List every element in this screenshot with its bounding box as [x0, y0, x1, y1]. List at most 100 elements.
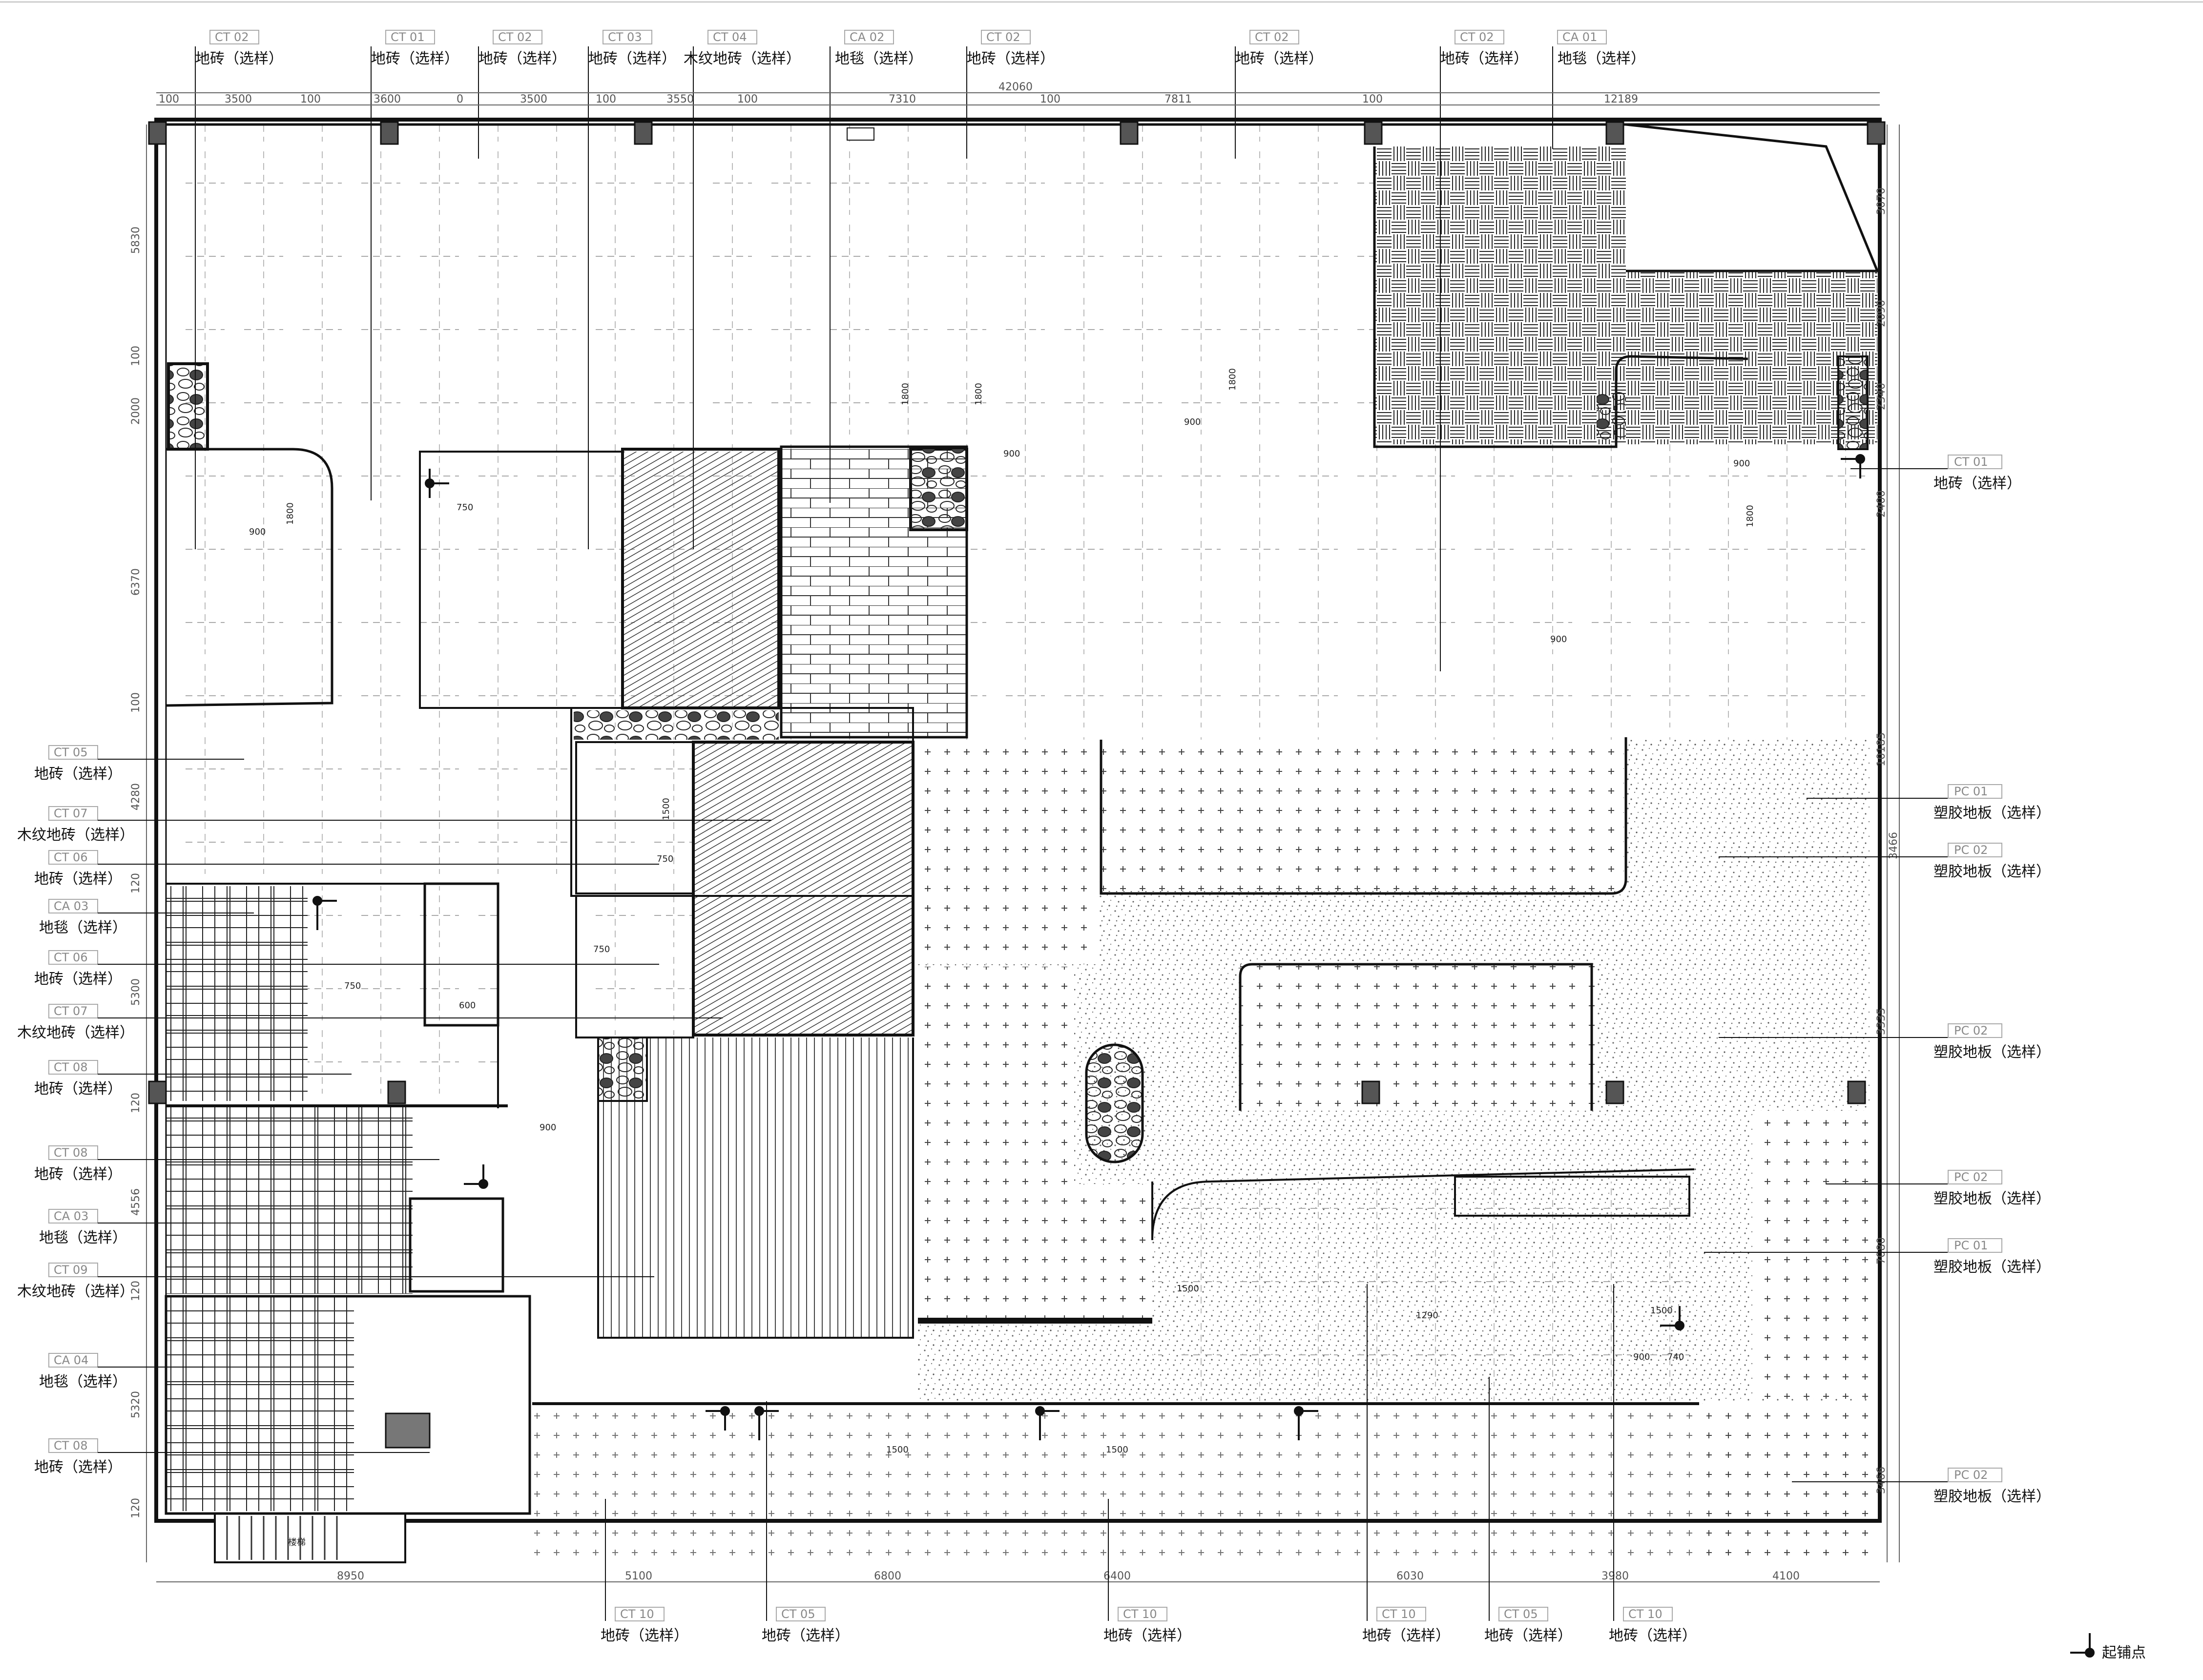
callout-code: CT 10 — [620, 1607, 654, 1621]
callout-label: 塑胶地板（选样） — [1933, 863, 2051, 880]
dim-inner: 740 — [1667, 1352, 1684, 1362]
dim-bottom: 6030 — [1396, 1570, 1424, 1582]
callout-code: CA 01 — [1562, 30, 1597, 44]
dim-bottom: 3980 — [1601, 1570, 1629, 1582]
callout-label: 木纹地砖（选样） — [684, 50, 801, 67]
callout-label: 木纹地砖（选样） — [17, 1283, 134, 1300]
left-dimension-chain: 5830 100 2000 6370 100 4280 120 5300 120… — [130, 124, 147, 1562]
callout-code: CT 08 — [54, 1146, 88, 1160]
zone-ca01-triangle-blank — [1626, 124, 1877, 271]
dim-top: 100 — [1040, 93, 1060, 105]
callout-code: PC 01 — [1954, 785, 1988, 798]
callout-label: 地砖（选样） — [967, 50, 1055, 67]
callout-code: CT 02 — [215, 30, 249, 44]
stair-treads — [226, 1516, 338, 1560]
dim-inner: 600 — [459, 1000, 476, 1011]
zone-ca04-carpet — [166, 1296, 354, 1511]
callout-code: CT 03 — [608, 30, 642, 44]
dim-top: 12189 — [1604, 93, 1638, 105]
dim-right: 3070 — [1875, 187, 1888, 215]
stair-label: 楼梯 — [288, 1537, 306, 1548]
zone-pc02-plus-g-fill — [918, 1184, 1152, 1321]
left-callouts: CT 05 地砖（选样） CT 07 木纹地砖（选样） CT 06 地砖（选样） CA… — [17, 745, 771, 1476]
callout-label: 地砖（选样） — [34, 1080, 122, 1098]
zone-ct08-tile — [308, 886, 500, 1101]
floor-zones — [166, 124, 1877, 1562]
columns — [148, 121, 1886, 1449]
callout-code: CT 07 — [54, 1004, 88, 1018]
callout-label: 地毯（选样） — [39, 1373, 127, 1390]
callout-code: CT 02 — [1460, 30, 1494, 44]
zone-pc02-plus-e-fill — [1753, 1111, 1870, 1399]
dim-right: 2400 — [1875, 490, 1888, 518]
callout-label: 地砖（选样） — [588, 50, 676, 67]
callout-label: 地毯（选样） — [835, 50, 923, 67]
dim-right: 3335 — [1875, 1008, 1888, 1035]
dim-top: 7811 — [1164, 93, 1192, 105]
dim-left: 2000 — [130, 397, 142, 425]
top-dimension-chain: 42060 100 3500 100 3600 0 3500 100 3550 … — [156, 81, 1880, 105]
dim-bottom: 6400 — [1103, 1570, 1131, 1582]
dim-inner: 1500 — [661, 798, 671, 820]
zone-ct06-tile — [576, 742, 693, 1035]
callout-label: 塑胶地板（选样） — [1933, 1190, 2051, 1207]
dim-right: 3466 — [1875, 1467, 1888, 1494]
dim-top: 100 — [737, 93, 758, 105]
callout-label: 地毯（选样） — [39, 919, 127, 936]
callout-code: CT 05 — [54, 746, 88, 759]
dim-top: 3500 — [225, 93, 252, 105]
dim-inner: 900 — [540, 1122, 556, 1133]
zone-ct07-wood-upper — [693, 742, 913, 893]
planters — [167, 355, 1869, 1163]
callout-label: 地毯（选样） — [1558, 50, 1645, 67]
dim-inner: 750 — [457, 502, 473, 513]
origin-label: 起铺点 — [2102, 1644, 2146, 1661]
callout-label: 地砖（选样） — [1933, 475, 2021, 492]
dim-inner: 900 — [1633, 1352, 1650, 1362]
dim-left: 120 — [130, 1093, 142, 1113]
dim-top: 3500 — [520, 93, 547, 105]
callout-code: CA 04 — [54, 1353, 88, 1367]
callout-code: CT 06 — [54, 951, 88, 964]
dim-right: 7080 — [1875, 1237, 1888, 1265]
callout-code: PC 02 — [1954, 1170, 1988, 1184]
dim-inner: 1500 — [1106, 1445, 1128, 1455]
callout-label: 地毯（选样） — [39, 1229, 127, 1246]
callout-code: CA 03 — [54, 899, 88, 913]
callout-label: 地砖（选样） — [601, 1627, 688, 1644]
dim-right: 10185 — [1875, 732, 1888, 767]
dim-left: 6370 — [130, 568, 142, 596]
dim-right: 2340 — [1875, 383, 1888, 410]
dim-inner: 750 — [657, 854, 673, 864]
callout-code: CT 06 — [54, 850, 88, 864]
callout-label: 地砖（选样） — [478, 50, 566, 67]
callout-label: 地砖（选样） — [1235, 50, 1323, 67]
dim-left: 5320 — [130, 1391, 142, 1418]
dim-inner: 1500 — [1177, 1284, 1199, 1294]
zone-ca03-carpet-upper — [166, 886, 308, 1101]
zone-ct10-dash — [1152, 1182, 1702, 1401]
dim-inner: 1800 — [285, 502, 295, 525]
dim-inner: 900 — [1550, 634, 1567, 644]
dim-top: 100 — [300, 93, 321, 105]
dim-inner: 900 — [249, 527, 266, 537]
callout-code: CT 08 — [54, 1439, 88, 1452]
dim-top: 100 — [159, 93, 179, 105]
callout-label: 地砖（选样） — [1440, 50, 1528, 67]
callout-label: 塑胶地板（选样） — [1933, 805, 2051, 822]
right-dimension-chain: 3070 2090 2340 2400 10185 3466 3335 7080… — [1875, 124, 1900, 1562]
dim-top: 0 — [457, 93, 463, 105]
callout-label: 地砖（选样） — [1609, 1627, 1697, 1644]
callout-label: 地砖（选样） — [34, 766, 122, 783]
callout-code: CT 08 — [54, 1060, 88, 1074]
callout-label: 地砖（选样） — [34, 1459, 122, 1476]
callout-code: CT 09 — [54, 1263, 88, 1277]
callout-label: 地砖（选样） — [1103, 1627, 1191, 1644]
dim-right: 3466 — [1888, 832, 1900, 859]
callout-label: 地砖（选样） — [1484, 1627, 1572, 1644]
bottom-dimension-chain: 8950 5100 6800 6400 6030 3980 4100 — [156, 1570, 1880, 1582]
callout-code: CT 01 — [391, 30, 425, 44]
zone-ct04-wood — [623, 452, 779, 708]
dim-left: 4556 — [130, 1188, 142, 1216]
